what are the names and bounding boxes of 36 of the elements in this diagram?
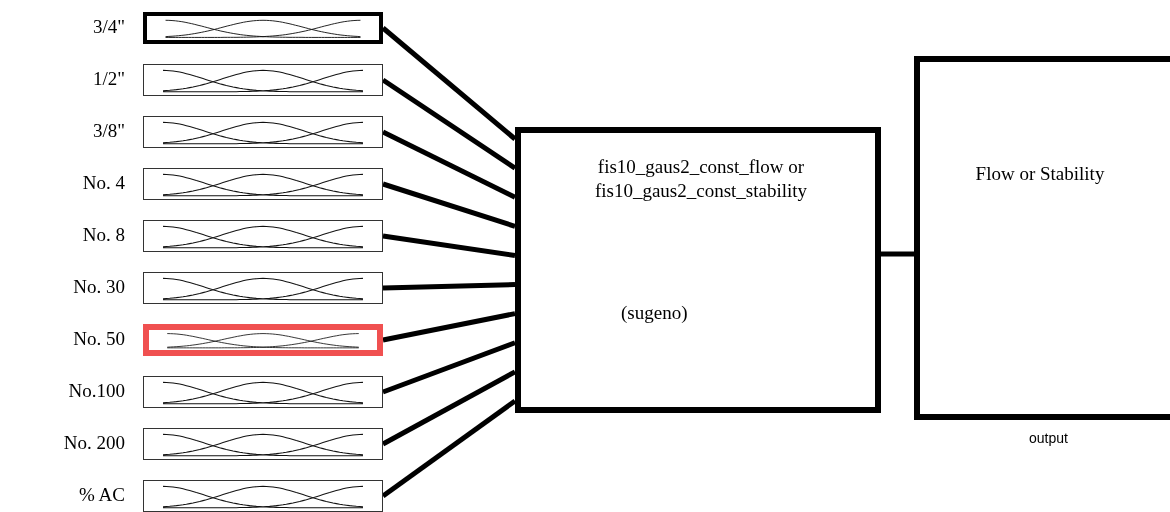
connector-line	[881, 251, 914, 257]
input-label: No.100	[68, 379, 125, 403]
input-label: 1/2"	[92, 67, 125, 91]
connector-line	[381, 369, 517, 447]
connector-line	[381, 77, 517, 171]
input-label: No. 50	[73, 327, 125, 351]
method-label: (sugeno)	[621, 301, 688, 325]
input-label: No. 200	[63, 431, 125, 455]
input-label: % AC	[79, 483, 125, 507]
output-label: output	[1029, 429, 1068, 448]
input-label: No. 4	[82, 171, 125, 195]
input-label: No. 8	[82, 223, 125, 247]
connector-line	[382, 181, 516, 229]
connector-line	[381, 129, 517, 200]
membership-function-plot	[143, 64, 383, 96]
membership-function-plot	[143, 220, 383, 252]
input-label: No. 30	[73, 275, 125, 299]
input-label: 3/4"	[92, 15, 125, 39]
box-title: fis10_gaus2_const_flow or fis10_gaus2_const_stability	[593, 155, 809, 203]
membership-function-plot	[143, 272, 383, 304]
output-box	[914, 56, 1170, 420]
connector-line	[382, 282, 516, 291]
connector-line	[382, 233, 516, 258]
connector-line	[382, 311, 516, 343]
membership-function-plot	[143, 116, 383, 148]
membership-function-plot	[143, 12, 383, 44]
inference-system-box	[515, 127, 881, 413]
membership-function-plot	[143, 324, 383, 356]
connector-line	[382, 340, 516, 395]
membership-function-plot	[143, 428, 383, 460]
input-label: 3/8"	[92, 119, 125, 143]
membership-function-plot	[143, 480, 383, 512]
box-title: Flow or Stability	[974, 162, 1106, 186]
membership-function-plot	[143, 376, 383, 408]
connector-line	[381, 398, 517, 499]
membership-function-plot	[143, 168, 383, 200]
